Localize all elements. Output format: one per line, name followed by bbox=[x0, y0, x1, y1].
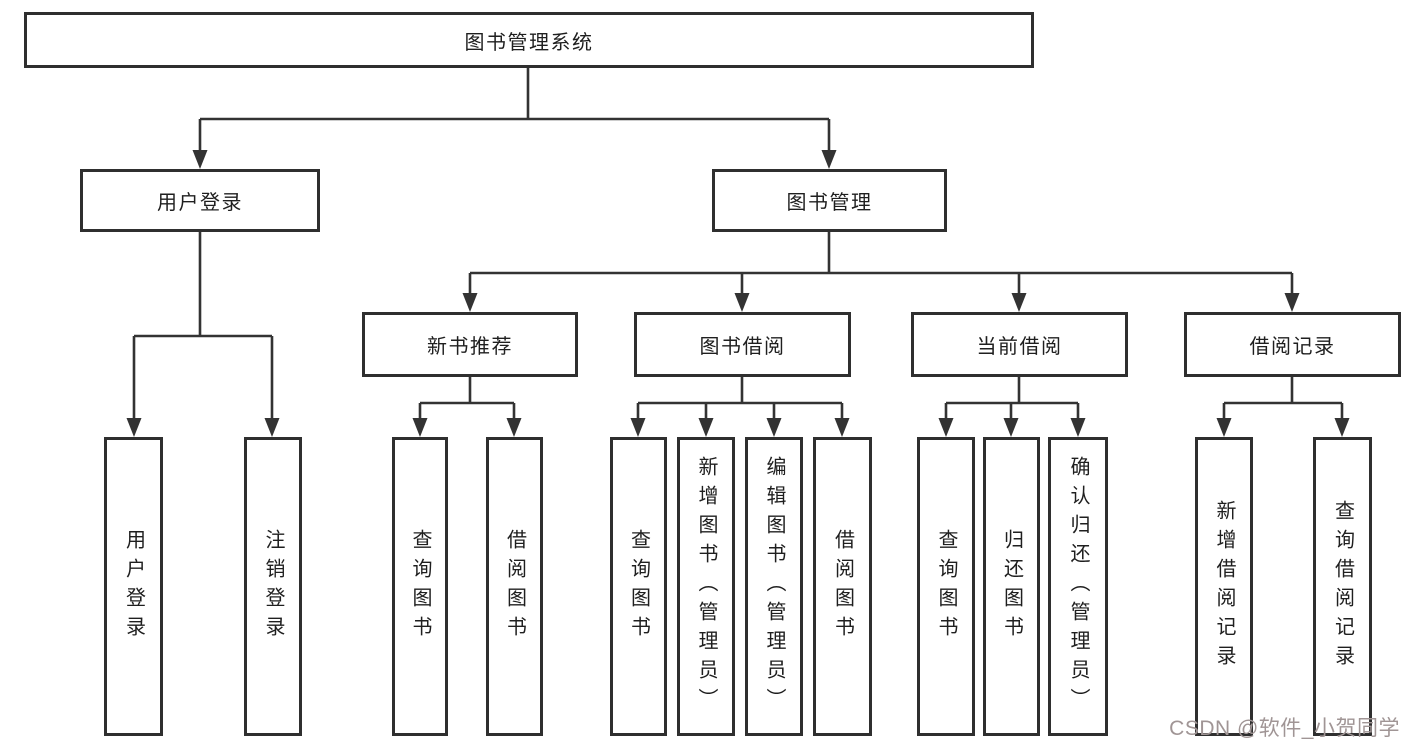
arrowhead bbox=[1216, 418, 1232, 437]
arrowhead bbox=[126, 418, 142, 437]
arrowhead bbox=[1334, 418, 1350, 437]
arrowhead bbox=[734, 293, 750, 312]
leaf-query-borrow-record: 查询借阅记录 bbox=[1313, 437, 1372, 736]
leaf-borrow-books-2: 借阅图书 bbox=[813, 437, 872, 736]
arrowhead bbox=[506, 418, 522, 437]
node-label: 确认归还（管理员） bbox=[1067, 456, 1089, 717]
node-label: 编辑图书（管理员） bbox=[763, 456, 785, 717]
connector-user-login-children bbox=[132, 232, 274, 420]
connector-borrow-record-children bbox=[1222, 377, 1344, 420]
arrowhead bbox=[264, 418, 280, 437]
arrowhead bbox=[834, 418, 850, 437]
node-label: 新书推荐 bbox=[427, 336, 513, 358]
connector-root-to-level2 bbox=[198, 68, 831, 152]
connector-book-mgmt-children bbox=[468, 232, 1294, 295]
connector-current-borrow-children bbox=[944, 377, 1080, 420]
arrowhead bbox=[938, 418, 954, 437]
arrowhead bbox=[1284, 293, 1300, 312]
connector-book-borrow-children bbox=[636, 377, 844, 420]
node-label: 图书借阅 bbox=[699, 336, 786, 358]
node-book-management: 图书管理 bbox=[712, 169, 947, 232]
arrowhead bbox=[1070, 418, 1086, 437]
arrowhead bbox=[462, 293, 478, 312]
node-label: 借阅图书 bbox=[503, 528, 526, 645]
leaf-query-books-borrow: 查询图书 bbox=[610, 437, 667, 736]
node-book-borrow: 图书借阅 bbox=[634, 312, 851, 377]
connector-new-book-children bbox=[418, 377, 516, 420]
csdn-watermark: CSDN @软件_小贺同学 bbox=[1169, 717, 1400, 740]
arrowhead bbox=[1003, 418, 1019, 437]
arrowhead bbox=[1011, 293, 1027, 312]
node-label: 借阅记录 bbox=[1249, 336, 1336, 358]
node-borrow-records: 借阅记录 bbox=[1184, 312, 1401, 377]
leaf-edit-book-admin: 编辑图书（管理员） bbox=[745, 437, 803, 736]
leaf-confirm-return-admin: 确认归还（管理员） bbox=[1048, 437, 1108, 736]
arrowhead bbox=[766, 418, 782, 437]
node-label: 借阅图书 bbox=[831, 528, 854, 645]
leaf-logout: 注销登录 bbox=[244, 437, 302, 736]
node-new-book-recommend: 新书推荐 bbox=[362, 312, 578, 377]
node-label: 查询图书 bbox=[627, 528, 650, 645]
node-label: 新增图书（管理员） bbox=[695, 456, 717, 717]
node-label: 注销登录 bbox=[262, 528, 284, 645]
node-label: 图书管理 bbox=[786, 192, 873, 214]
node-system-root: 图书管理系统 bbox=[24, 12, 1034, 68]
node-label: 新增借阅记录 bbox=[1213, 499, 1235, 674]
node-current-borrow: 当前借阅 bbox=[911, 312, 1128, 377]
arrowhead bbox=[630, 418, 646, 437]
node-label: 查询借阅记录 bbox=[1331, 499, 1354, 674]
node-label: 当前借阅 bbox=[976, 336, 1063, 358]
node-label: 用户登录 bbox=[157, 192, 243, 214]
leaf-query-books-recommend: 查询图书 bbox=[392, 437, 448, 736]
node-label: 查询图书 bbox=[409, 528, 431, 645]
leaf-add-borrow-record: 新增借阅记录 bbox=[1195, 437, 1253, 736]
node-label: 图书管理系统 bbox=[464, 31, 594, 54]
leaf-borrow-books-recommend: 借阅图书 bbox=[486, 437, 543, 736]
node-user-login: 用户登录 bbox=[80, 169, 320, 232]
arrowhead bbox=[698, 418, 714, 437]
node-label: 用户登录 bbox=[122, 528, 145, 645]
leaf-add-book-admin: 新增图书（管理员） bbox=[677, 437, 735, 736]
arrowhead bbox=[192, 150, 208, 169]
node-label: 归还图书 bbox=[1000, 528, 1023, 645]
arrowhead bbox=[821, 150, 837, 169]
leaf-return-book: 归还图书 bbox=[983, 437, 1040, 736]
leaf-query-books-current: 查询图书 bbox=[917, 437, 975, 736]
node-label: 查询图书 bbox=[935, 528, 957, 645]
arrowhead bbox=[412, 418, 428, 437]
leaf-user-login: 用户登录 bbox=[104, 437, 163, 736]
